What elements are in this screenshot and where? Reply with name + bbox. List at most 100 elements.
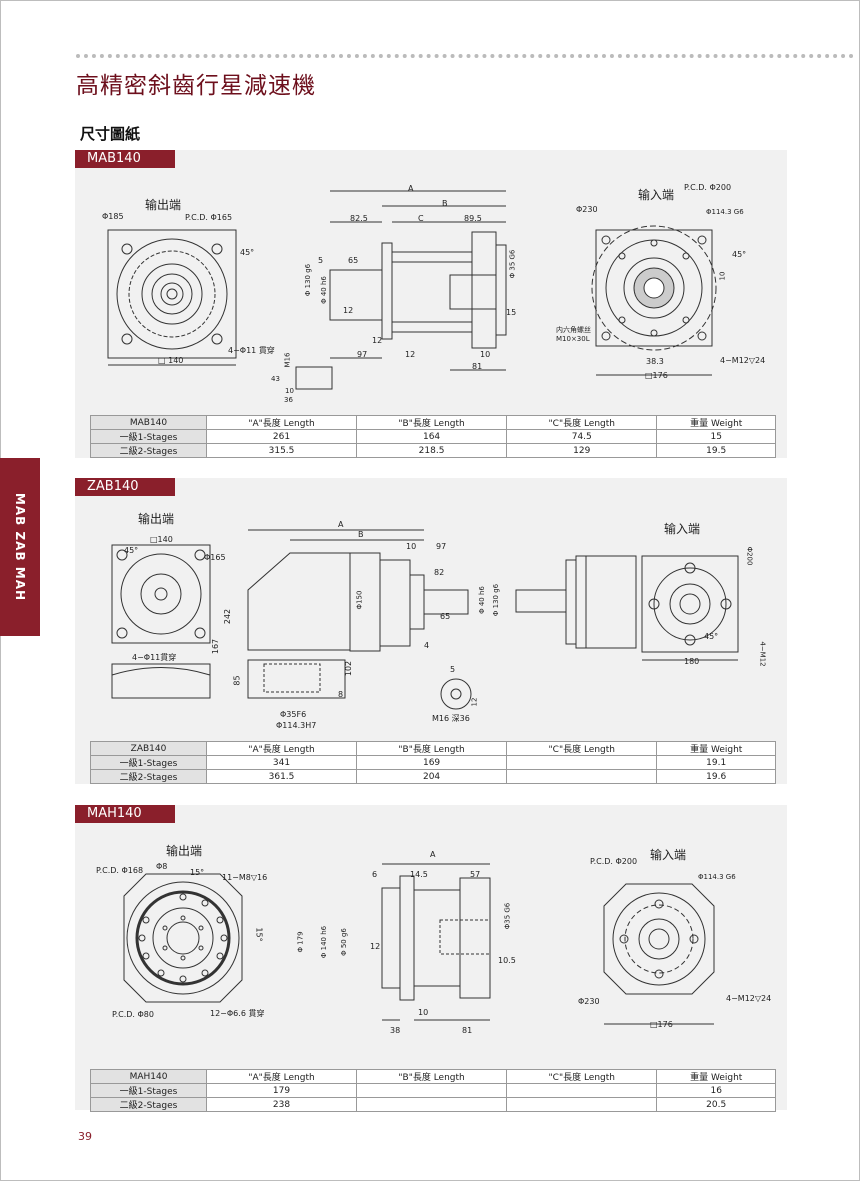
mah-dim-l10b: 10: [418, 1008, 429, 1017]
mah-dim-d114: Φ114.3 G6: [698, 873, 736, 881]
page-number: 39: [78, 1130, 92, 1143]
table-header: ZAB140: [90, 741, 207, 756]
zab-dim-d35: Φ35F6: [280, 710, 307, 719]
mah-dim-pcd200: P.C.D. Φ200: [590, 857, 638, 866]
mah-dim-ang15b: 15°: [254, 927, 264, 942]
table-header: "C"長度 Length: [506, 741, 658, 756]
zab-dim-l82: 82: [434, 568, 445, 577]
mab-dim-l12c: 12: [405, 350, 416, 359]
mab-dim-l10c: 10: [718, 271, 727, 281]
mab-dim-m16: M16: [283, 352, 292, 368]
table-cell: 129: [506, 443, 658, 458]
table-cell: 二級2-Stages: [90, 769, 207, 784]
zab-dim-b: B: [358, 530, 364, 539]
mah-dim-l57: 57: [470, 870, 481, 879]
zab-dim-d150: Φ150: [355, 590, 364, 610]
mah-input-label: 输入端: [650, 848, 687, 862]
table-row: MAB140 "A"長度 Length "B"長度 Length "C"長度 L…: [90, 415, 776, 430]
table-cell: 218.5: [356, 443, 508, 458]
table-row: 二級2-Stages 238 20.5: [90, 1097, 776, 1112]
mah-dim-d179: Φ 179: [296, 931, 305, 953]
table-header: "A"長度 Length: [205, 415, 358, 430]
table-header: MAH140: [90, 1069, 207, 1084]
table-header: "B"長度 Length: [356, 1069, 508, 1084]
zab-dim-l167: 167: [211, 638, 221, 655]
mab-dim-l15: 15: [506, 308, 517, 317]
mah-dim-pcd80: P.C.D. Φ80: [112, 1010, 154, 1019]
mah-section-label: MAH140: [75, 805, 175, 823]
section-subtitle: 尺寸圖紙: [80, 125, 141, 143]
mah-dim-d35: Φ35 G6: [503, 902, 512, 930]
table-header: "B"長度 Length: [356, 741, 508, 756]
table-cell: 238: [205, 1097, 358, 1112]
table-cell: [506, 755, 658, 770]
mab-dim-holes4: 4−Φ11 貫穿: [228, 346, 275, 355]
table-row: 一級1-Stages 261 164 74.5 15: [90, 429, 776, 444]
mab-dim-d130: Φ 130 g6: [304, 263, 313, 297]
mab-dim-m12: 4−M12▽24: [720, 356, 766, 365]
mab-dim-sq140: □ 140: [158, 356, 184, 365]
table-row: 一級1-Stages 179 16: [90, 1083, 776, 1098]
mab-dim-d230: Φ230: [576, 205, 598, 214]
table-cell: 一級1-Stages: [90, 1083, 207, 1098]
table-cell: 15: [656, 429, 776, 444]
mah-dim-pcd168: P.C.D. Φ168: [96, 866, 144, 875]
table-header: 重量 Weight: [656, 415, 776, 430]
header-dotted-rule: [76, 54, 854, 58]
mah-dim-l38: 38: [390, 1026, 401, 1035]
table-row: 二級2-Stages 315.5 218.5 129 19.5: [90, 443, 776, 458]
mab-dim-l82: 82.5: [350, 214, 368, 223]
mah-spec-table: MAH140 "A"長度 Length "B"長度 Length "C"長度 L…: [90, 1069, 776, 1112]
table-cell: 二級2-Stages: [90, 1097, 207, 1112]
mah-dim-sq176: □176: [650, 1020, 673, 1029]
mab-dim-ang45: 45°: [240, 248, 255, 257]
table-cell: 74.5: [506, 429, 658, 444]
mab-dim-l12b: 12: [372, 336, 383, 345]
table-cell: 204: [356, 769, 508, 784]
table-cell: 341: [205, 755, 358, 770]
mab-dim-l10b: 10: [285, 387, 294, 395]
zab-dim-sq140: □140: [150, 535, 173, 544]
table-cell: 19.5: [656, 443, 776, 458]
mah-output-label: 输出端: [166, 844, 203, 858]
table-row: ZAB140 "A"長度 Length "B"長度 Length "C"長度 L…: [90, 741, 776, 756]
mab-dim-d35: Φ 35 G6: [508, 249, 517, 279]
mah-dim-d8: Φ8: [156, 862, 168, 871]
zab-dim-ang45: 45°: [124, 546, 139, 555]
mah-dim-m12: 4−M12▽24: [726, 994, 772, 1003]
mab-dim-l36: 36: [284, 396, 293, 404]
mab-output-label: 输出端: [145, 198, 182, 212]
mab-dim-screw: 内六角螺丝 M10×30L: [556, 326, 591, 343]
zab-dim-l65: 65: [440, 612, 451, 621]
zab-dim-l180: 180: [684, 657, 700, 666]
mab-dim-ang45b: 45°: [732, 250, 747, 259]
mah-dim-d140: Φ 140 h6: [320, 925, 329, 959]
mah-dim-a: A: [430, 850, 436, 859]
table-cell: [356, 1083, 508, 1098]
mab-dim-sq176: □176: [645, 371, 668, 380]
table-cell: 169: [356, 755, 508, 770]
mab-dim-l89: 89.5: [464, 214, 482, 223]
side-tab: MAB ZAB MAH: [0, 458, 40, 636]
zab-output-label: 输出端: [138, 512, 175, 526]
zab-dim-m12: 4−M12: [758, 641, 767, 667]
mab-dim-c: C: [418, 214, 424, 223]
table-cell: 315.5: [205, 443, 358, 458]
mab-input-label: 输入端: [638, 188, 675, 202]
mab-panel: [75, 150, 787, 458]
mab-dim-l10: 10: [480, 350, 491, 359]
mah-dim-m8: 11−M8▽16: [222, 873, 268, 882]
zab-dim-d130: Φ 130 g6: [492, 583, 501, 617]
mab-section-label: MAB140: [75, 150, 175, 168]
mab-spec-table: MAB140 "A"長度 Length "B"長度 Length "C"長度 L…: [90, 415, 776, 458]
mab-dim-l43: 43: [271, 375, 280, 383]
mah-dim-d50: Φ 50 g6: [339, 928, 348, 956]
table-cell: 二級2-Stages: [90, 443, 207, 458]
mah-dim-holes12: 12−Φ6.6 貫穿: [210, 1009, 265, 1018]
mab-dim-d40: Φ 40 h6: [319, 276, 328, 304]
zab-dim-l12: 12: [470, 697, 479, 707]
page-title: 高精密斜齒行星減速機: [76, 73, 316, 99]
table-header: "B"長度 Length: [356, 415, 508, 430]
zab-dim-holes4: 4−Φ11貫穿: [132, 653, 177, 662]
zab-input-label: 输入端: [664, 522, 701, 536]
